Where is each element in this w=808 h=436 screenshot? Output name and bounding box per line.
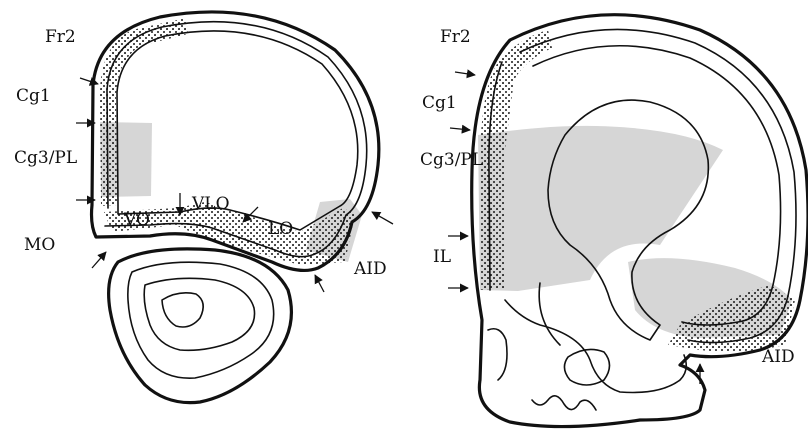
label-aid-left: AID <box>353 259 387 279</box>
left-lower-inner-ring-2 <box>144 278 254 350</box>
label-cg1-right: Cg1 <box>422 93 457 113</box>
label-fr2-right: Fr2 <box>440 27 471 47</box>
right-lower-curve <box>539 283 560 345</box>
label-lo-left: LO <box>268 219 293 239</box>
right-bottom-squiggle <box>532 396 596 410</box>
left-inner-boundary <box>117 31 358 230</box>
left-arrow-aid-upper <box>372 212 393 224</box>
left-arrow-mo <box>92 252 106 268</box>
label-cg3pl-right: Cg3/PL <box>420 150 483 170</box>
right-arrow-cg3pl <box>450 128 470 130</box>
left-lower-inner-ring-1 <box>128 262 274 378</box>
label-vo-left: VO <box>123 210 150 230</box>
label-mo-left: MO <box>24 235 55 255</box>
label-vlo-left: VLO <box>191 194 230 214</box>
label-fr2-left: Fr2 <box>45 27 76 47</box>
left-lower-core <box>162 293 203 327</box>
right-arrow-cg1 <box>455 72 475 75</box>
label-cg1-left: Cg1 <box>16 86 51 106</box>
label-cg3pl-left: Cg3/PL <box>14 148 77 168</box>
right-bottom-left-lobe <box>488 329 507 380</box>
right-section: Fr2 Cg1 Cg3/PL IL AID <box>420 15 808 427</box>
left-lower-structure <box>109 249 292 403</box>
left-arrow-aid-lower <box>315 275 324 292</box>
label-aid-right: AID <box>761 347 795 367</box>
label-il-right: IL <box>433 247 451 267</box>
left-section: Fr2 Cg1 Cg3/PL MO VO VLO LO AID <box>14 12 393 403</box>
